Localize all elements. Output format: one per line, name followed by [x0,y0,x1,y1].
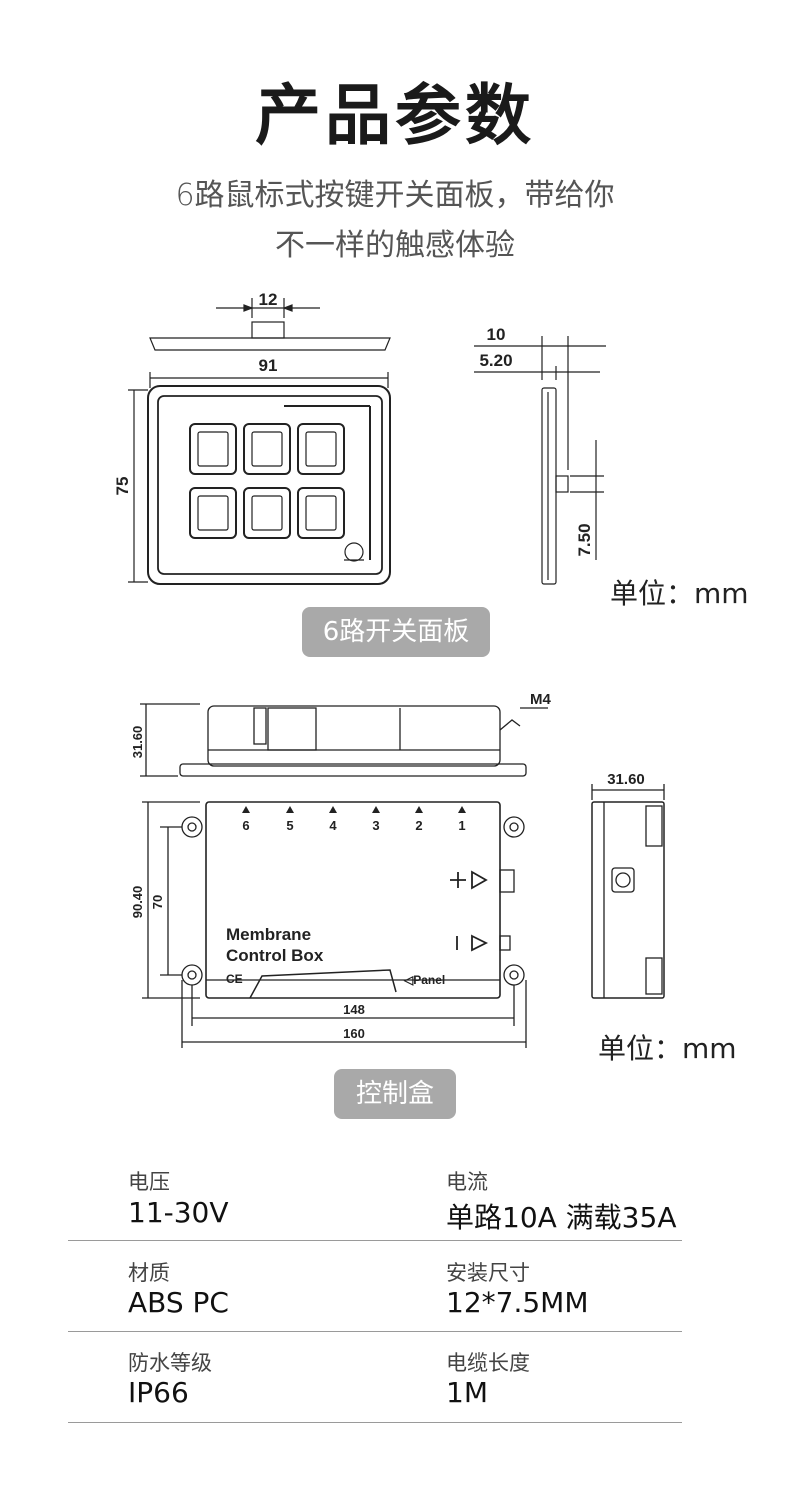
port-number: 4 [329,818,337,833]
port-arrow-icon [242,806,250,813]
panel-caption: 6路开关面板 [302,607,490,657]
dim-box-depth: 31.60 [607,771,645,788]
port-number: 5 [286,818,293,833]
row-divider [68,1422,682,1423]
box-text-line-1: Membrane [226,925,311,944]
minus-arrow-icon [471,934,489,952]
spec-value: 11-30V [128,1196,229,1229]
spec-label: 电压 [128,1170,170,1194]
spec-label: 电流 [446,1170,488,1194]
spec-value: 1M [446,1376,488,1409]
port-arrow-icon [415,806,423,813]
dim-panel-height: 75 [113,477,132,496]
port-arrow-icon [286,806,294,813]
dim-box-height: 31.60 [130,726,145,759]
spec-value: 12*7.5MM [446,1286,589,1319]
spec-value: 单路10A 满载35A [446,1201,677,1234]
dim-top-width: 12 [259,290,278,309]
screw-label: M4 [530,691,551,708]
control-box-drawing: 31.60 M4 31.60 90.40 70 148 160 6 5 4 3 … [130,691,665,1048]
ce-mark: CE [226,972,243,986]
box-unit-label: 单位：mm [598,1032,737,1065]
subtitle-line-2: 不一样的触感体验 [275,228,515,263]
dim-side-b: 5.20 [479,351,512,370]
port-number: 3 [372,818,379,833]
spec-label: 安装尺寸 [446,1261,530,1285]
port-arrow-icon [329,806,337,813]
plus-arrow-icon [471,870,488,890]
box-text-line-2: Control Box [226,946,324,965]
subtitle-line-1: 6路鼠标式按键开关面板，带给你 [175,178,615,213]
row-divider [68,1331,682,1332]
port-number: 1 [458,818,465,833]
spec-label: 防水等级 [128,1351,212,1375]
dim-outer-width: 160 [343,1026,365,1041]
dim-inner-height: 70 [150,895,165,909]
dim-inner-width: 148 [343,1002,365,1017]
dim-panel-width: 91 [259,356,278,375]
panel-port-label: ◁Panel [403,973,445,987]
page-title: 产品参数 [255,77,535,154]
plus-terminal-icon [450,872,466,888]
port-arrow-icon [458,806,466,813]
port-number: 2 [415,818,422,833]
panel-drawing: 12 91 75 10 5.20 7.50 [113,290,606,585]
spec-value: IP66 [128,1376,189,1409]
dim-side-c: 7.50 [575,523,594,556]
spec-label: 电缆长度 [446,1351,530,1375]
dim-side-a: 10 [487,325,506,344]
spec-label: 材质 [128,1261,170,1285]
spec-value: ABS PC [128,1286,229,1319]
port-number: 6 [242,818,249,833]
row-divider [68,1240,682,1241]
dim-outer-height: 90.40 [130,886,145,919]
box-caption: 控制盒 [334,1069,456,1119]
panel-unit-label: 单位：mm [610,577,749,610]
port-arrow-icon [372,806,380,813]
